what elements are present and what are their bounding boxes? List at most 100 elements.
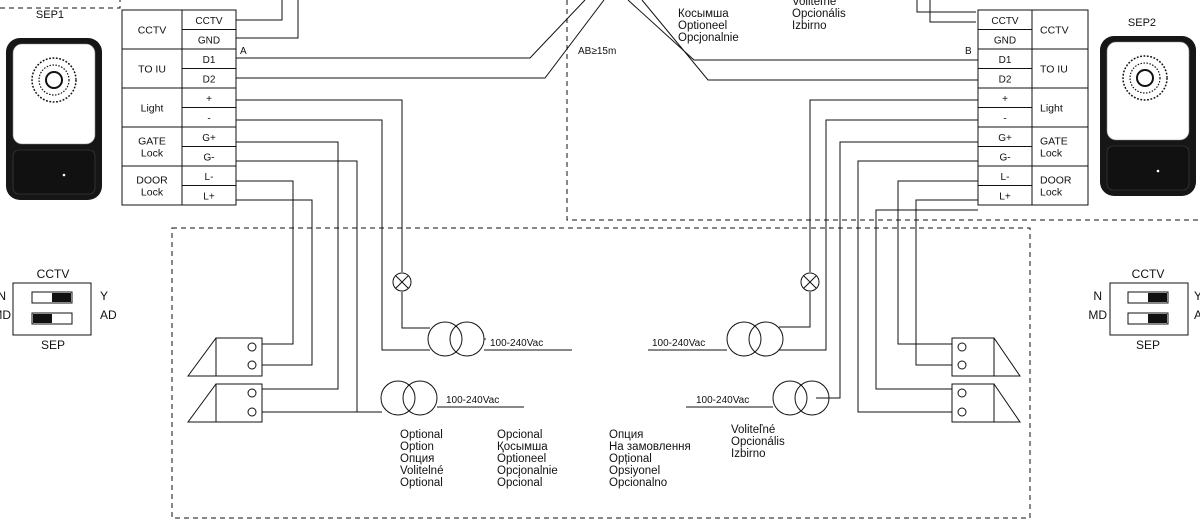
transformer-right-upper-label: 100-240Vac [652, 338, 705, 349]
note-col3-1: На замовлення [609, 441, 691, 453]
right-pin-label-2: D1 [999, 55, 1012, 66]
note-col2-2: Optioneel [497, 453, 546, 465]
wire-light-lamp-right [779, 292, 811, 328]
wire-bus-d1-b [627, 0, 978, 61]
wire-door-minus-right [897, 180, 978, 345]
note-col2-3: Opcjonalnie [497, 465, 558, 477]
note-col3-0: Опция [609, 429, 643, 441]
dip-left-frame [12, 282, 92, 336]
dip-left-footer: SEP [41, 338, 65, 352]
sep1-speaker-ring [38, 64, 70, 96]
point-b-label: B [965, 46, 972, 57]
wire-bus-d2-a [236, 0, 605, 79]
dip-right-footer: SEP [1136, 338, 1160, 352]
optional-notes: КосымшаOptioneelOpcjonalnieVoliteľnéOpci… [400, 0, 846, 489]
dip-right-knob-2 [1148, 314, 1167, 323]
transformer-right-lower-label: 100-240Vac [696, 395, 749, 406]
lock-right-upper-icon [951, 337, 1021, 377]
transformer-left-upper-icon [427, 321, 486, 357]
sep2-indicator-icon [1156, 169, 1160, 173]
transformer-left-upper-label: 100-240Vac [490, 338, 543, 349]
lamp-right-icon [800, 272, 820, 292]
right-pin-label-8: L- [1001, 172, 1010, 183]
sep1-lower-panel [12, 149, 96, 195]
transformer-left-lower-label: 100-240Vac [446, 395, 499, 406]
wire-light-minus-right [779, 119, 978, 351]
lock-left-upper-icon [187, 337, 263, 377]
note-top-right-1: Opcionális [792, 8, 846, 20]
note-top-left-1: Optioneel [678, 20, 727, 32]
wire-door-plus-left [236, 199, 313, 366]
dip-left-n: N [0, 289, 6, 303]
transformer-left-lower-icon [380, 380, 438, 416]
left-group-label-0-0: CCTV [138, 25, 167, 37]
note-col2-4: Opcional [497, 477, 542, 489]
wire-cctv-right [916, 0, 976, 13]
lock-right-lower-icon [951, 383, 1021, 423]
sep1-indicator-icon [62, 173, 66, 177]
wire-bus-d1-a [236, 0, 586, 59]
note-col3-2: Opțional [609, 453, 652, 465]
sep2-device: SEP2 [1100, 17, 1196, 196]
note-col4-2: Izbirno [731, 448, 766, 460]
sep2-panel [1106, 41, 1190, 141]
right-pin-label-3: D2 [999, 74, 1012, 85]
wiring [236, 0, 978, 413]
left-pin-label-4: + [206, 94, 212, 105]
wire-gnd-left [236, 0, 299, 39]
dip-right-ad: AD [1194, 308, 1200, 322]
dip-right-n: N [1093, 289, 1102, 303]
wire-cctv-left [236, 0, 283, 21]
right-group-label-3-1: Lock [1040, 148, 1063, 160]
wire-light-lamp-left [401, 292, 430, 329]
wire-bus-d2-b [641, 0, 978, 81]
sep1-panel [12, 43, 96, 145]
dip-left-title: CCTV [37, 267, 70, 281]
right-group-cell-4 [1031, 165, 1089, 206]
right-pin-label-6: G+ [998, 133, 1012, 144]
dip-switch-left: CCTV SEP N MD Y AD [0, 267, 117, 352]
left-group-label-3-0: GATE [138, 136, 166, 148]
sep2-speaker-icon [1122, 55, 1168, 101]
dip-left-knob-2 [33, 314, 52, 323]
note-top-right-2: Izbirno [792, 20, 827, 32]
right-group-label-4-1: Lock [1040, 187, 1063, 199]
left-group-label-2-0: Light [141, 103, 164, 115]
right-group-label-0-0: CCTV [1040, 25, 1069, 37]
left-pin-label-2: D1 [203, 55, 216, 66]
right-group-label-4-0: DOOR [1040, 175, 1072, 187]
right-group-cell-2 [1031, 87, 1089, 128]
dip-left-knob-1 [52, 293, 71, 302]
right-group-label-2-0: Light [1040, 103, 1063, 115]
sep2-camera-icon [1136, 69, 1154, 87]
note-top-right-0: Voliteľné [792, 0, 836, 8]
right-pin-label-5: - [1003, 113, 1006, 124]
wire-door-minus-left [236, 180, 294, 345]
dip-right-frame [1109, 282, 1189, 336]
note-col2-0: Opcional [497, 429, 542, 441]
wire-gate-bot-right [875, 209, 978, 390]
dip-right-title: CCTV [1132, 267, 1165, 281]
lock-left-lower-icon [187, 383, 263, 423]
right-group-cell-3 [1031, 126, 1089, 167]
wire-light-minus-left [236, 119, 430, 351]
right-pin-label-4: + [1002, 94, 1008, 105]
right-group-cell-1 [1031, 48, 1089, 89]
note-col1-4: Optional [400, 477, 443, 489]
left-pin-label-3: D2 [203, 74, 216, 85]
note-top-left-2: Opcjonalnie [678, 32, 739, 44]
wire-gate-plus-right [816, 141, 978, 399]
wire-light-plus-left [236, 99, 403, 272]
right-pin-label-7: G- [999, 152, 1010, 163]
right-enclosure [566, 0, 1200, 221]
note-col3-4: Opcionalno [609, 477, 667, 489]
note-col3-3: Opsiyonel [609, 465, 660, 477]
note-col1-3: Volitelné [400, 465, 443, 477]
right-group-label-1-0: TO IU [1040, 64, 1068, 76]
right-pin-cell-9 [977, 185, 1033, 206]
dip-switch-right: CCTV SEP N MD Y AD [1088, 267, 1200, 352]
left-enclosure-edge [0, 0, 121, 9]
